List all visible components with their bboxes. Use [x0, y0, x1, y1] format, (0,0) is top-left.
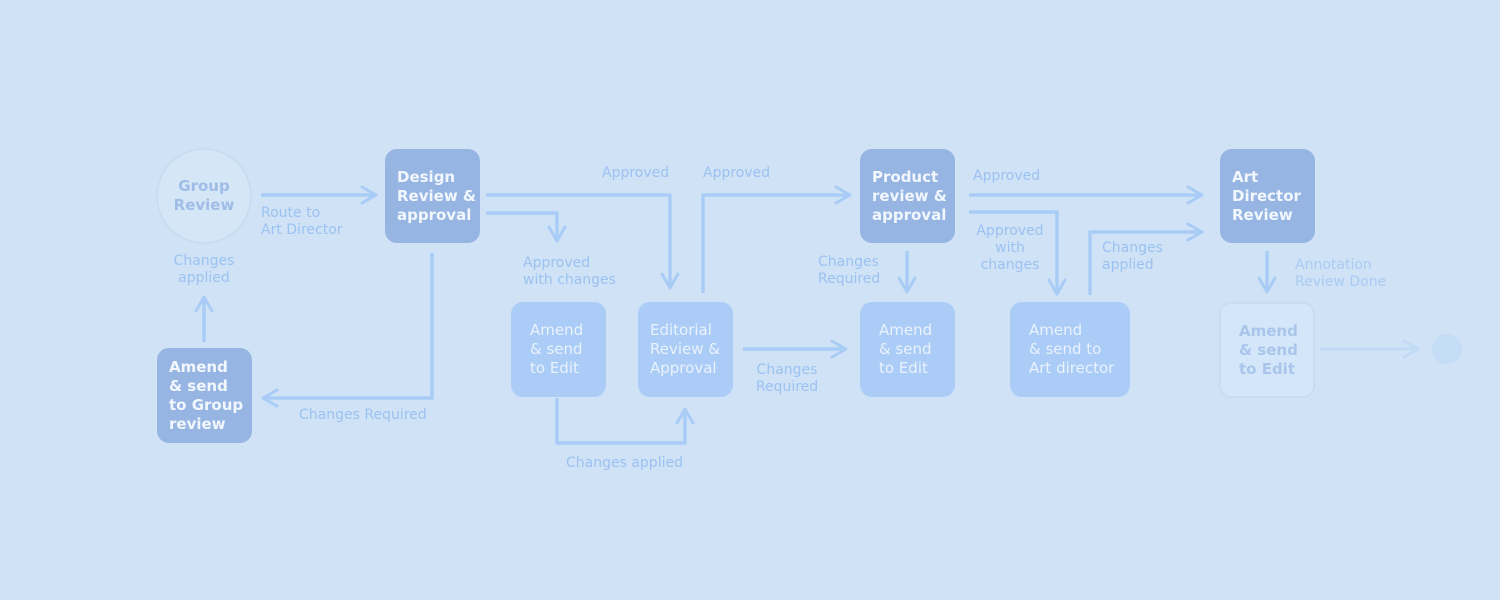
edge-design-to-amend-edit	[486, 211, 567, 243]
label-changes-required-editorial: Changes Required	[752, 362, 822, 396]
edge-design-to-amend-group	[261, 253, 434, 408]
label-line: with changes	[523, 272, 616, 288]
edge-editorial-to-product	[701, 185, 852, 293]
node-label: Amend	[530, 321, 584, 339]
label-route-to-art-director: Route to Art Director	[261, 205, 343, 239]
node-label: approval	[872, 205, 947, 224]
label-line: with	[995, 240, 1025, 256]
node-label: Review &	[650, 340, 720, 358]
label-changes-applied-art: Changes applied	[1102, 240, 1163, 274]
node-amend-send-to-edit-2[interactable]: Amend & send to Edit	[860, 302, 955, 397]
label-approved-with-changes-design: Approved with changes	[523, 255, 616, 289]
node-label: to Edit	[530, 359, 579, 377]
node-label: Editorial	[650, 321, 712, 339]
node-label: Approval	[650, 359, 717, 377]
node-amend-group-review[interactable]: Amend & send to Group review	[157, 348, 252, 443]
label-line: changes	[980, 257, 1040, 273]
label-line: Changes	[173, 253, 235, 269]
node-label: review	[169, 414, 226, 433]
label-annotation-review-done: Annotation Review Done	[1295, 257, 1386, 291]
label-line: Route to	[261, 205, 321, 221]
node-label: Director	[1232, 186, 1301, 205]
label-approved-editorial: Approved	[703, 165, 771, 181]
node-amend-send-to-art-director[interactable]: Amend & send to Art director	[1010, 302, 1130, 397]
node-amend-send-to-edit-1[interactable]: Amend & send to Edit	[511, 302, 606, 397]
node-label: Review	[1232, 205, 1293, 224]
node-label: to Group	[169, 395, 244, 414]
edge-design-to-editorial	[486, 193, 680, 290]
label-line: applied	[1102, 257, 1154, 273]
node-label: to Edit	[1239, 359, 1295, 378]
node-amend-send-to-edit-3[interactable]: Amend & send to Edit	[1219, 302, 1315, 398]
label-line: Art Director	[261, 222, 343, 238]
label-line: Required	[755, 379, 819, 395]
node-label: to Edit	[879, 359, 928, 377]
node-label: & send	[1239, 340, 1298, 359]
label-line: applied	[178, 270, 230, 286]
node-label: Amend	[1029, 321, 1083, 339]
node-editorial-review[interactable]: Editorial Review & Approval	[638, 302, 733, 397]
edge-amend-art-to-art-director	[1088, 222, 1204, 295]
node-label: approval	[397, 205, 472, 224]
node-label: Amend	[879, 321, 933, 339]
node-group-review[interactable]: Group Review	[156, 148, 252, 244]
label-line: Changes	[1102, 240, 1163, 256]
node-label: & send	[879, 340, 932, 358]
node-label: & send	[530, 340, 583, 358]
node-label: Amend	[169, 357, 228, 376]
label-line: Approved	[523, 255, 591, 271]
node-label: & send	[169, 376, 228, 395]
node-end-point	[1432, 334, 1462, 364]
node-product-review[interactable]: Product review & approval	[860, 149, 955, 243]
label-line: Approved	[976, 223, 1044, 239]
label-line: Changes	[818, 254, 879, 270]
node-label: Art director	[1029, 359, 1115, 377]
label-changes-required-product: Changes Required	[818, 254, 880, 288]
node-design-review[interactable]: Design Review & approval	[385, 149, 480, 243]
label-changes-required-design: Changes Required	[299, 407, 427, 423]
label-line: Annotation	[1295, 257, 1372, 273]
node-label: Group	[178, 177, 230, 195]
label-approved-product: Approved	[973, 168, 1041, 184]
node-label: & send to	[1029, 340, 1102, 358]
label-approved-design: Approved	[602, 165, 670, 181]
edge-product-to-amend-art	[969, 210, 1067, 296]
node-label: Design	[397, 167, 456, 186]
node-label: review &	[872, 186, 947, 205]
label-changes-applied-group: Changes applied	[168, 253, 240, 287]
label-line: Required	[818, 271, 881, 287]
node-label: Amend	[1239, 321, 1298, 340]
node-art-director-review[interactable]: Art Director Review	[1220, 149, 1315, 243]
label-approved-with-changes-product: Approved with changes	[975, 223, 1045, 274]
label-changes-applied-editorial: Changes applied	[566, 455, 683, 471]
edge-amend-edit-to-editorial	[555, 398, 695, 445]
node-label: Review &	[397, 186, 476, 205]
label-line: Changes	[756, 362, 818, 378]
label-line: Review Done	[1295, 274, 1387, 290]
node-label: Review	[173, 196, 235, 214]
node-label: Product	[872, 167, 939, 186]
node-label: Art	[1232, 167, 1259, 186]
